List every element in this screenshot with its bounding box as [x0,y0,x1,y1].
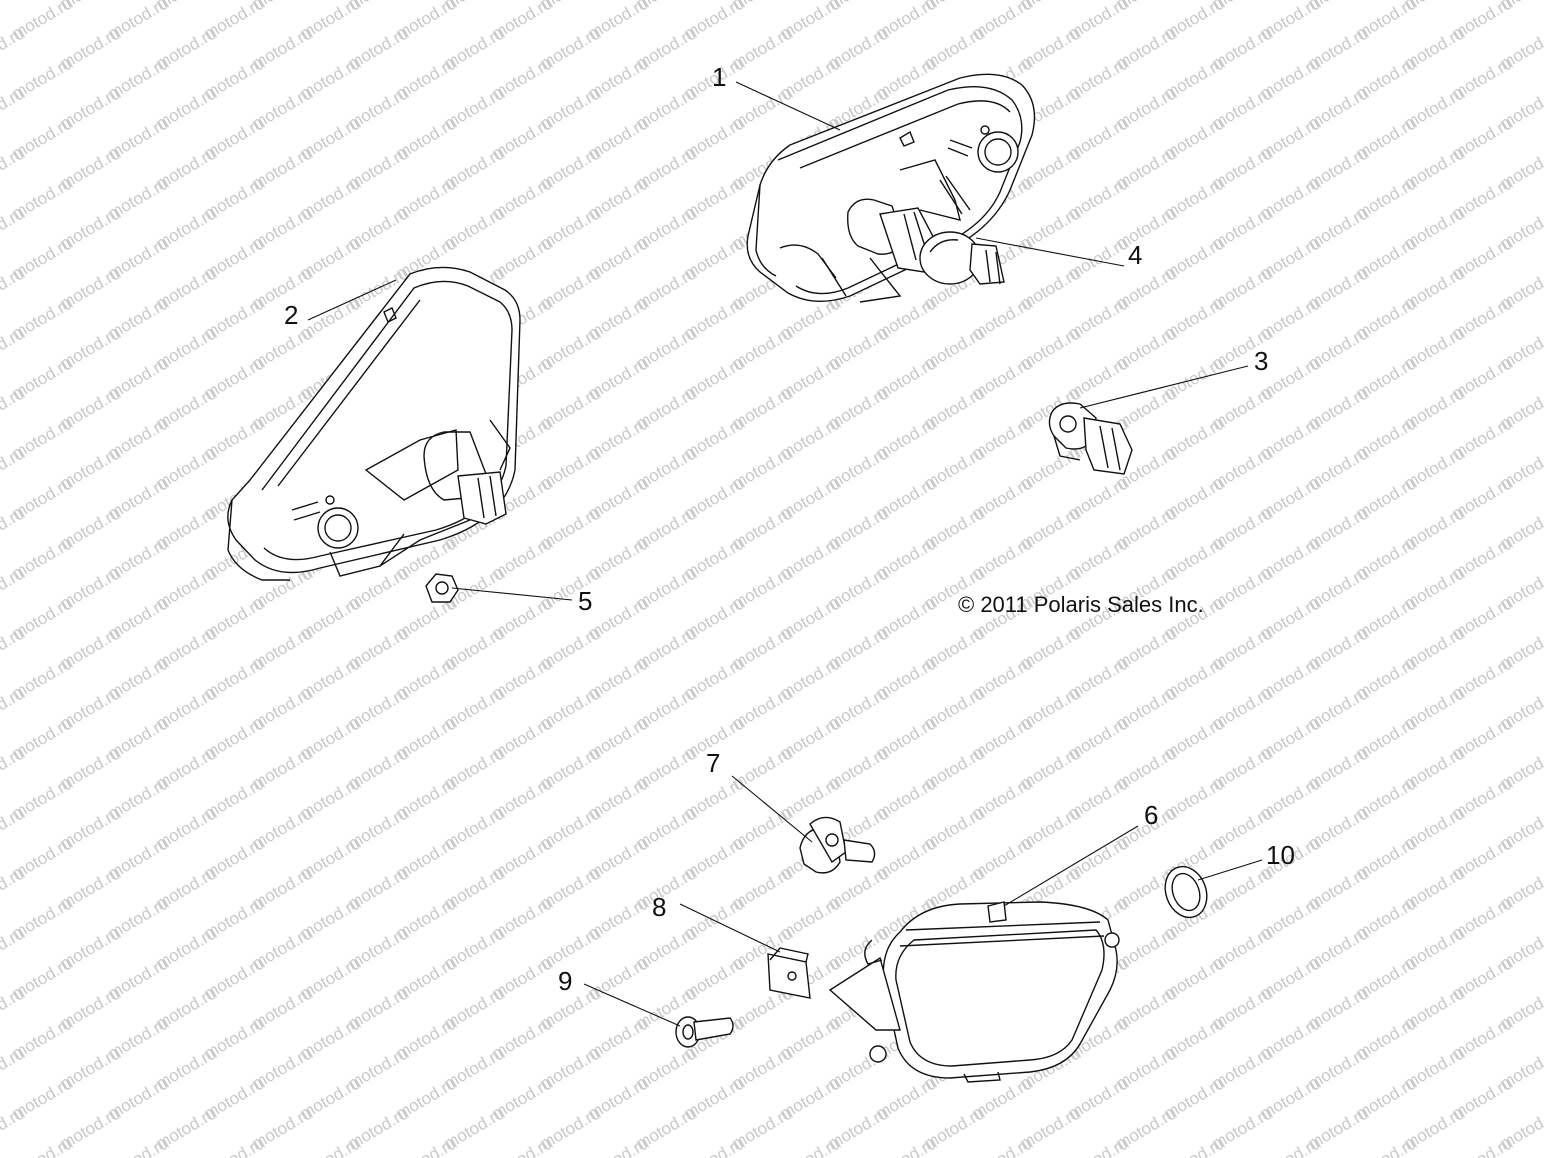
callout-8: 8 [652,892,667,922]
leader-2 [307,279,397,321]
leader-1 [735,81,841,131]
leader-4 [975,237,1125,267]
leader-lines [307,81,1263,1027]
copyright-notice: © 2011 Polaris Sales Inc. [958,592,1204,617]
callout-1: 1 [712,62,727,92]
callout-3: 3 [1254,346,1269,376]
clip-nut-icon [767,947,811,999]
callout-9: 9 [558,966,573,996]
bulb-socket-icon [1048,402,1133,475]
tail-light-housing-left-icon [227,266,521,581]
seal-ring-icon [1164,865,1208,919]
callout-7: 7 [706,748,721,778]
leader-5 [451,587,573,601]
callout-4: 4 [1128,240,1143,270]
callout-10: 10 [1266,840,1295,870]
leader-3 [1079,365,1249,409]
leader-7 [731,775,813,843]
bolt-icon [675,1016,734,1048]
callout-5: 5 [578,586,593,616]
wedge-bulb-icon [919,231,1005,285]
nut-icon [425,573,459,603]
leader-8 [679,903,781,953]
leader-9 [583,983,681,1027]
headlight-bulb-icon [799,816,876,874]
leader-6 [1003,825,1139,907]
headlight-assembly-icon [828,901,1120,1083]
leader-10 [1197,859,1263,881]
callout-6: 6 [1144,800,1159,830]
callout-2: 2 [284,300,299,330]
